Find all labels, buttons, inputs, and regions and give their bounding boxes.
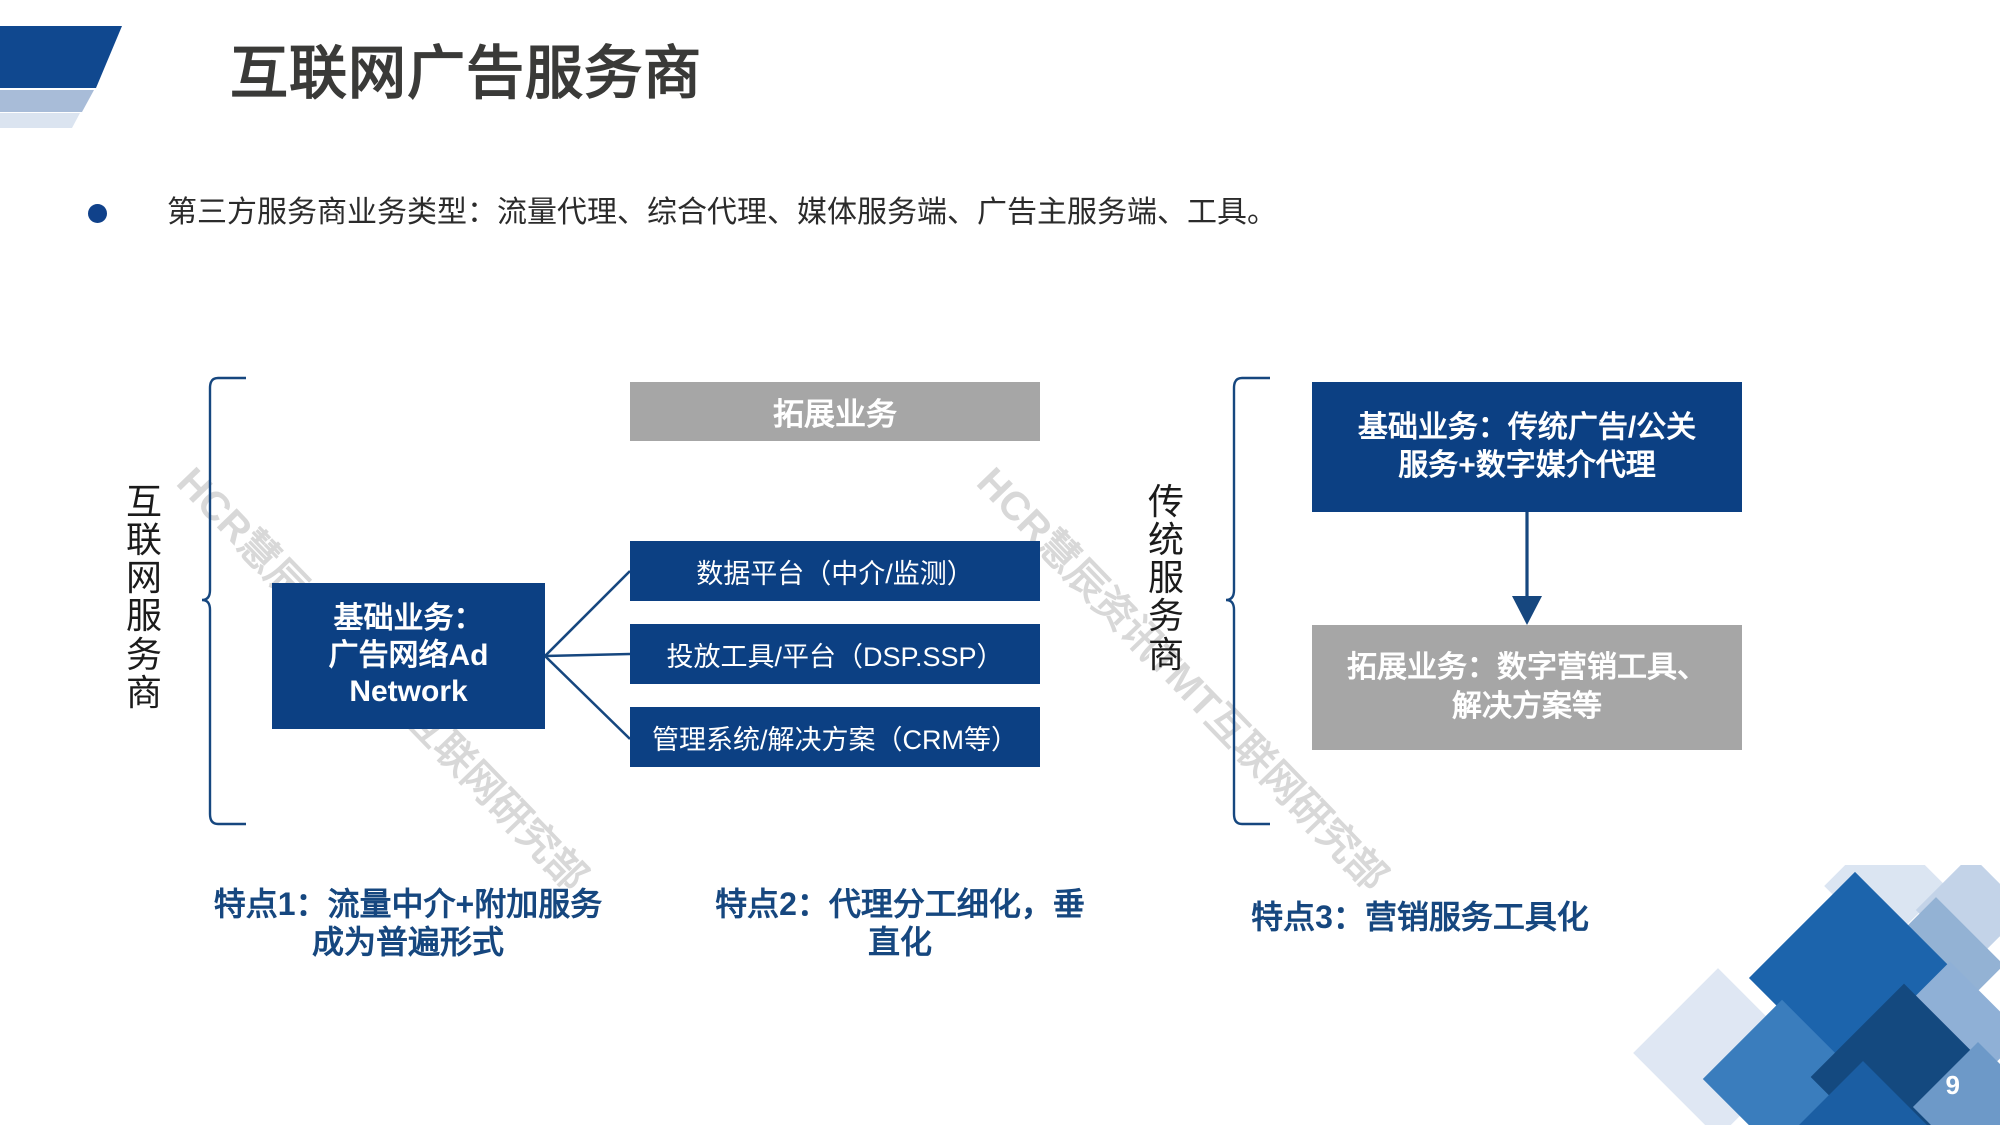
feature-caption-1: 特点1：流量中介+附加服务 成为普遍形式 xyxy=(213,886,603,961)
feature-caption-2: 特点2：代理分工细化，垂 直化 xyxy=(715,886,1085,961)
expand-item-data-platform[interactable]: 数据平台（中介/监测） xyxy=(630,541,1040,601)
expand-item-management-system[interactable]: 管理系统/解决方案（CRM等） xyxy=(630,707,1040,767)
left-expand-business-header: 拓展业务 xyxy=(630,382,1040,441)
bullet-row: 第三方服务商业务类型：流量代理、综合代理、媒体服务端、广告主服务端、工具。 xyxy=(88,195,1277,231)
left-group-bracket xyxy=(201,376,246,826)
page-title: 互联网广告服务商 xyxy=(230,41,703,106)
right-group-bracket xyxy=(1225,376,1270,826)
expand-item-delivery-tool[interactable]: 投放工具/平台（DSP.SSP） xyxy=(630,624,1040,684)
right-expand-business-box[interactable]: 拓展业务：数字营销工具、 解决方案等 xyxy=(1312,625,1742,750)
page-number: 9 xyxy=(1945,1070,1960,1100)
right-basic-business-box[interactable]: 基础业务：传统广告/公关 服务+数字媒介代理 xyxy=(1312,382,1742,512)
right-bracket-label: 传统服务商 xyxy=(1147,481,1184,675)
bullet-dot-icon xyxy=(88,203,107,223)
bullet-text: 第三方服务商业务类型：流量代理、综合代理、媒体服务端、广告主服务端、工具。 xyxy=(167,196,1277,229)
top-left-parallelogram-decoration xyxy=(0,26,122,128)
left-bracket-label: 互联网服务商 xyxy=(125,481,162,713)
feature-caption-3: 特点3：营销服务工具化 xyxy=(1251,899,1589,935)
left-basic-business-box[interactable]: 基础业务： 广告网络Ad Network xyxy=(272,583,545,729)
